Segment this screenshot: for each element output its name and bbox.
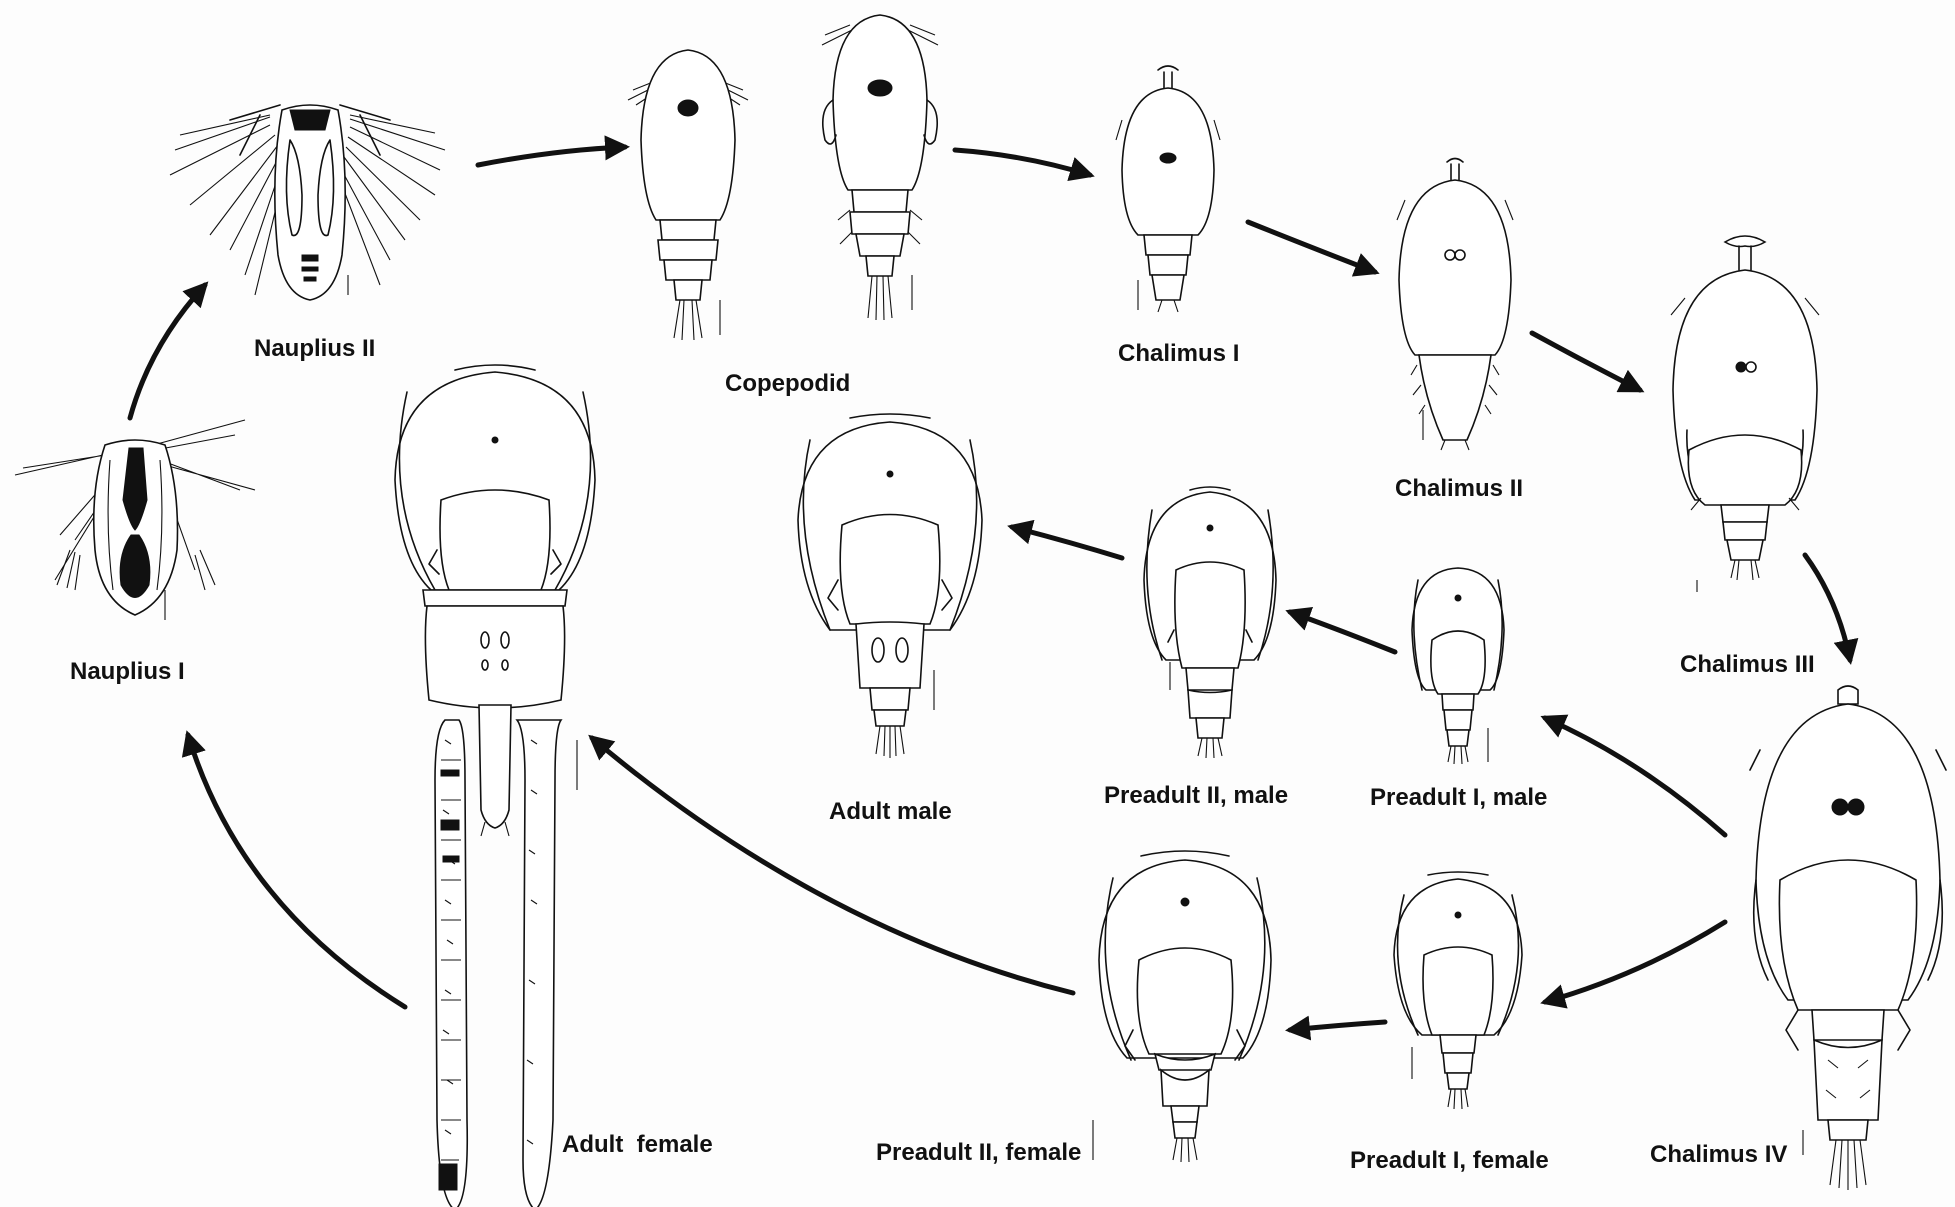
arrow-nauplius2-to-copepodid <box>478 147 625 165</box>
chalimus-1-drawing <box>1116 66 1220 312</box>
adult-female-drawing <box>395 365 595 1207</box>
nauplius-1-drawing <box>15 420 255 620</box>
label-chalimus-4: Chalimus IV <box>1650 1143 1787 1167</box>
arrow-preadult1-male-to-preadult2-male <box>1290 612 1395 652</box>
label-nauplius-1: Nauplius I <box>70 660 185 684</box>
arrow-chalimus2-to-chalimus3 <box>1532 333 1640 390</box>
label-preadult-1-male: Preadult I, male <box>1370 786 1547 810</box>
adult-male-drawing <box>798 414 982 758</box>
preadult-1-female-drawing <box>1394 872 1522 1109</box>
label-chalimus-1: Chalimus I <box>1118 342 1239 366</box>
cycle-arrows <box>130 147 1850 1030</box>
copepodid-drawing-dorsal <box>628 50 748 340</box>
copepodid-drawing-ventral <box>822 15 938 320</box>
label-chalimus-3: Chalimus III <box>1680 653 1815 677</box>
arrow-preadult2-male-to-adult-male <box>1012 527 1122 558</box>
label-preadult-1-female: Preadult I, female <box>1350 1149 1549 1173</box>
chalimus-4-drawing <box>1750 686 1946 1190</box>
nauplius-2-drawing <box>170 105 445 300</box>
arrow-preadult2-female-to-adult-female <box>592 738 1073 993</box>
arrow-adult-female-to-nauplius1 <box>188 735 405 1007</box>
arrow-nauplius1-to-nauplius2 <box>130 285 205 418</box>
preadult-2-female-drawing <box>1093 851 1271 1162</box>
label-copepodid: Copepodid <box>725 372 850 396</box>
label-adult-male: Adult male <box>829 800 952 824</box>
label-nauplius-2: Nauplius II <box>254 337 375 361</box>
chalimus-2-drawing <box>1397 159 1513 451</box>
arrow-chalimus1-to-chalimus2 <box>1248 222 1375 272</box>
arrow-chalimus4-to-preadult1-male <box>1545 718 1725 835</box>
label-preadult-2-male: Preadult II, male <box>1104 784 1288 808</box>
arrow-copepodid-to-chalimus1 <box>955 150 1090 175</box>
arrow-chalimus3-to-chalimus4 <box>1805 555 1850 660</box>
chalimus-3-drawing <box>1671 236 1819 592</box>
label-preadult-2-female: Preadult II, female <box>876 1141 1081 1165</box>
arrow-preadult1-female-to-preadult2-female <box>1290 1022 1385 1030</box>
preadult-1-male-drawing <box>1412 568 1504 764</box>
label-adult-female: Adult female <box>562 1133 713 1157</box>
arrow-chalimus4-to-preadult1-female <box>1545 922 1725 1002</box>
preadult-2-male-drawing <box>1144 487 1276 758</box>
label-chalimus-2: Chalimus II <box>1395 477 1523 501</box>
